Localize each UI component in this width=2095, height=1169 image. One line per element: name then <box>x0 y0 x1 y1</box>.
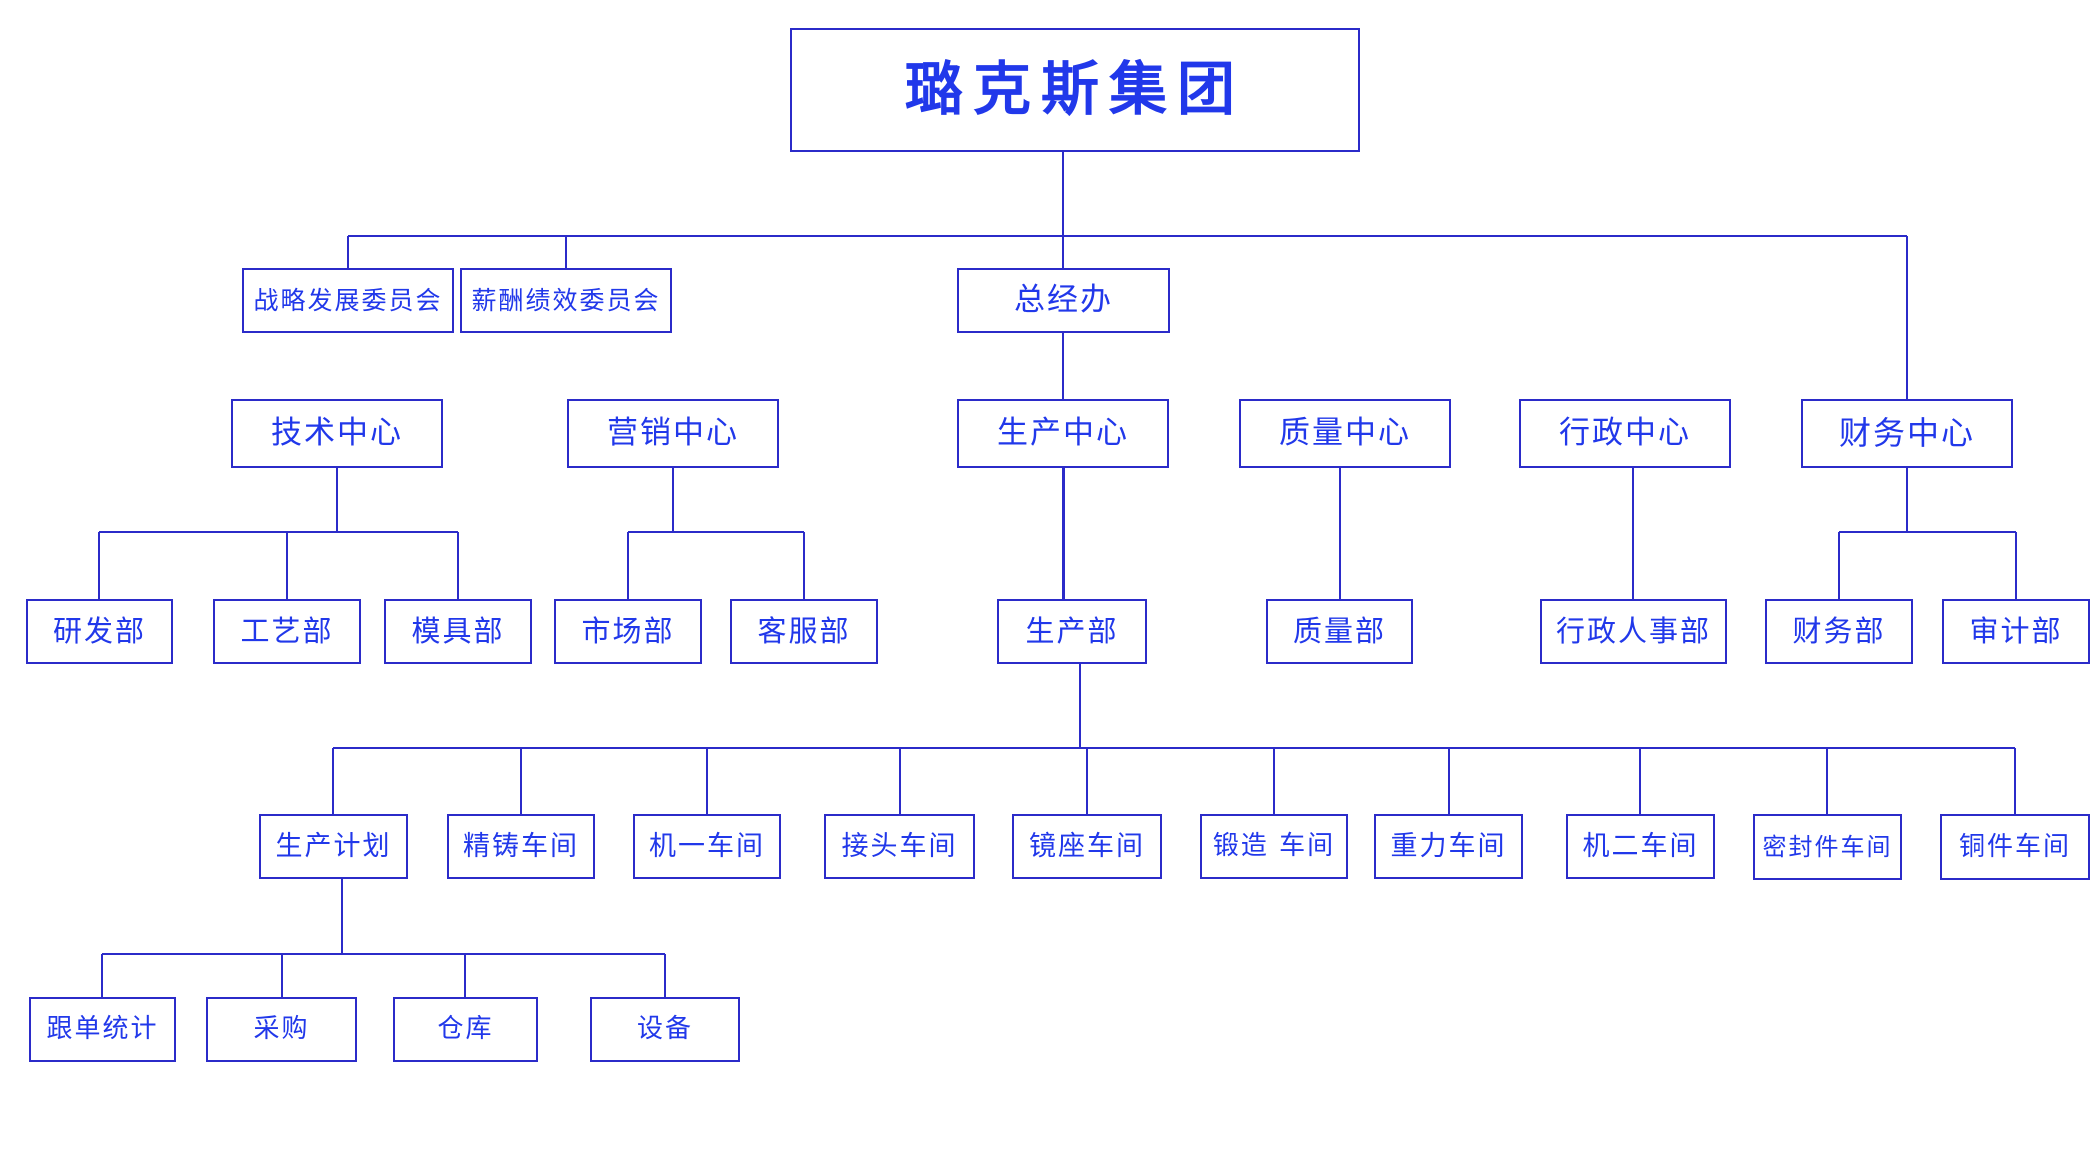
connector-plan-stem <box>341 879 343 954</box>
connector-tech-stem <box>336 468 338 532</box>
node-strategy-committee: 战略发展委员会 <box>242 268 454 333</box>
node-admin-hr-dept: 行政人事部 <box>1540 599 1727 664</box>
connector-drop-rd <box>98 532 100 599</box>
node-rd-dept: 研发部 <box>26 599 173 664</box>
node-copper-workshop: 铜件车间 <box>1940 814 2090 880</box>
connector-marketing-stem <box>672 468 674 532</box>
connector-drop-equipment <box>664 954 666 997</box>
connector-drop-strategy <box>347 236 349 268</box>
connector-quality-line <box>1339 468 1341 599</box>
connector-workshop-rail <box>333 747 2015 749</box>
connector-drop-machine1 <box>706 748 708 814</box>
node-warehouse: 仓库 <box>393 997 538 1062</box>
node-gm-office: 总经办 <box>957 268 1170 333</box>
connector-drop-plan <box>332 748 334 814</box>
node-finance-dept: 财务部 <box>1765 599 1913 664</box>
connector-drop-mirror <box>1086 748 1088 814</box>
connector-drop-casting <box>520 748 522 814</box>
node-production-plan: 生产计划 <box>259 814 408 879</box>
node-tech-center: 技术中心 <box>231 399 443 468</box>
connector-drop-compensation <box>565 236 567 268</box>
connector-drop-craft <box>286 532 288 599</box>
node-equipment: 设备 <box>590 997 740 1062</box>
connector-drop-copper <box>2014 748 2016 814</box>
connector-drop-purchasing <box>281 954 283 997</box>
connector-drop-mold <box>457 532 459 599</box>
node-production-dept: 生产部 <box>997 599 1147 664</box>
connector-drop-machine2 <box>1639 748 1641 814</box>
node-precision-casting-workshop: 精铸车间 <box>447 814 595 879</box>
node-production-center: 生产中心 <box>957 399 1169 468</box>
connector-drop-market <box>627 532 629 599</box>
node-quality-center: 质量中心 <box>1239 399 1451 468</box>
node-marketing-center: 营销中心 <box>567 399 779 468</box>
node-forging-workshop: 锻造 车间 <box>1200 814 1348 879</box>
connector-admin-line <box>1632 468 1634 599</box>
node-mirror-base-workshop: 镜座车间 <box>1012 814 1162 879</box>
connector-plan-rail <box>102 953 665 955</box>
node-machine2-workshop: 机二车间 <box>1566 814 1715 879</box>
connector-marketing-rail <box>628 531 804 533</box>
connector-drop-finance-center <box>1906 236 1908 399</box>
node-craft-dept: 工艺部 <box>213 599 361 664</box>
node-quality-dept: 质量部 <box>1266 599 1413 664</box>
node-order-stats: 跟单统计 <box>29 997 176 1062</box>
connector-top-rail <box>348 235 1907 237</box>
node-mold-dept: 模具部 <box>384 599 532 664</box>
connector-production-line <box>1062 468 1065 599</box>
node-admin-center: 行政中心 <box>1519 399 1731 468</box>
connector-drop-service <box>803 532 805 599</box>
connector-drop-finance-dept <box>1838 532 1840 599</box>
connector-drop-gravity <box>1448 748 1450 814</box>
node-audit-dept: 审计部 <box>1942 599 2090 664</box>
connector-production-dept-stem <box>1079 664 1081 748</box>
connector-drop-seal <box>1826 748 1828 814</box>
connector-finance-stem <box>1906 468 1908 532</box>
connector-drop-forging <box>1273 748 1275 814</box>
node-service-dept: 客服部 <box>730 599 878 664</box>
node-compensation-committee: 薪酬绩效委员会 <box>460 268 672 333</box>
node-market-dept: 市场部 <box>554 599 702 664</box>
node-gravity-workshop: 重力车间 <box>1374 814 1523 879</box>
node-purchasing: 采购 <box>206 997 357 1062</box>
node-joint-workshop: 接头车间 <box>824 814 975 879</box>
connector-tech-rail <box>99 531 458 533</box>
node-seal-workshop: 密封件车间 <box>1753 814 1902 880</box>
node-finance-center: 财务中心 <box>1801 399 2013 468</box>
connector-finance-rail <box>1839 531 2016 533</box>
connector-drop-joint <box>899 748 901 814</box>
connector-gm-production-center <box>1062 333 1064 399</box>
connector-drop-order-stats <box>101 954 103 997</box>
node-root: 璐克斯集团 <box>790 28 1360 152</box>
node-machine1-workshop: 机一车间 <box>633 814 781 879</box>
connector-root-stem <box>1062 152 1064 268</box>
connector-drop-audit <box>2015 532 2017 599</box>
connector-drop-warehouse <box>464 954 466 997</box>
